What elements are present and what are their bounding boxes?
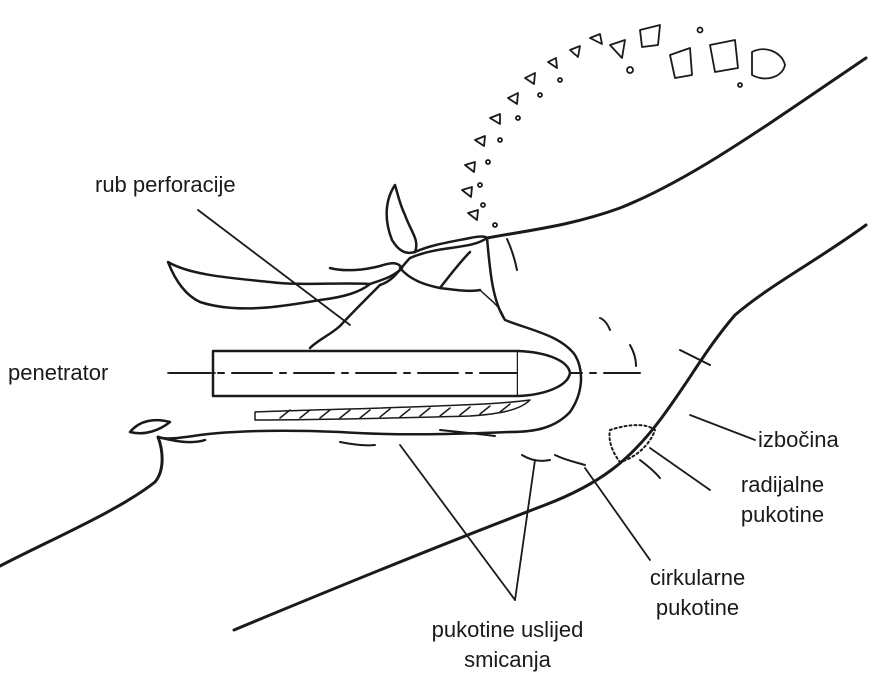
leader-shear-b bbox=[515, 460, 535, 600]
label-bulge-text: izbočina bbox=[758, 425, 839, 455]
label-radial-cracks: radijalne pukotine bbox=[700, 470, 865, 530]
label-circular-line-1: cirkularne bbox=[610, 563, 785, 593]
debris-stream bbox=[462, 25, 785, 227]
leader-circular bbox=[585, 468, 650, 560]
plate-left-edge bbox=[0, 437, 162, 566]
petals bbox=[130, 185, 487, 442]
label-shear-line-1: pukotine uslijed bbox=[385, 615, 630, 645]
label-radial-line-1: radijalne bbox=[700, 470, 865, 500]
label-penetrator: penetrator bbox=[8, 358, 108, 388]
penetrator-rod bbox=[170, 351, 640, 396]
label-penetrator-text: penetrator bbox=[8, 358, 108, 388]
shear-band bbox=[255, 400, 530, 420]
label-bulge: izbočina bbox=[758, 425, 839, 455]
leader-bulge bbox=[690, 415, 755, 440]
plate-front-face bbox=[487, 58, 866, 238]
bulge-dotted bbox=[609, 425, 655, 462]
label-perforation-edge-text: rub perforacije bbox=[95, 170, 236, 200]
label-circular-cracks: cirkularne pukotine bbox=[610, 563, 785, 623]
label-perforation-edge: rub perforacije bbox=[95, 170, 236, 200]
plate-outline bbox=[0, 58, 866, 630]
label-shear-cracks: pukotine uslijed smicanja bbox=[385, 615, 630, 675]
label-circular-line-2: pukotine bbox=[610, 593, 785, 623]
label-shear-line-2: smicanja bbox=[385, 645, 630, 675]
label-radial-line-2: pukotine bbox=[700, 500, 865, 530]
